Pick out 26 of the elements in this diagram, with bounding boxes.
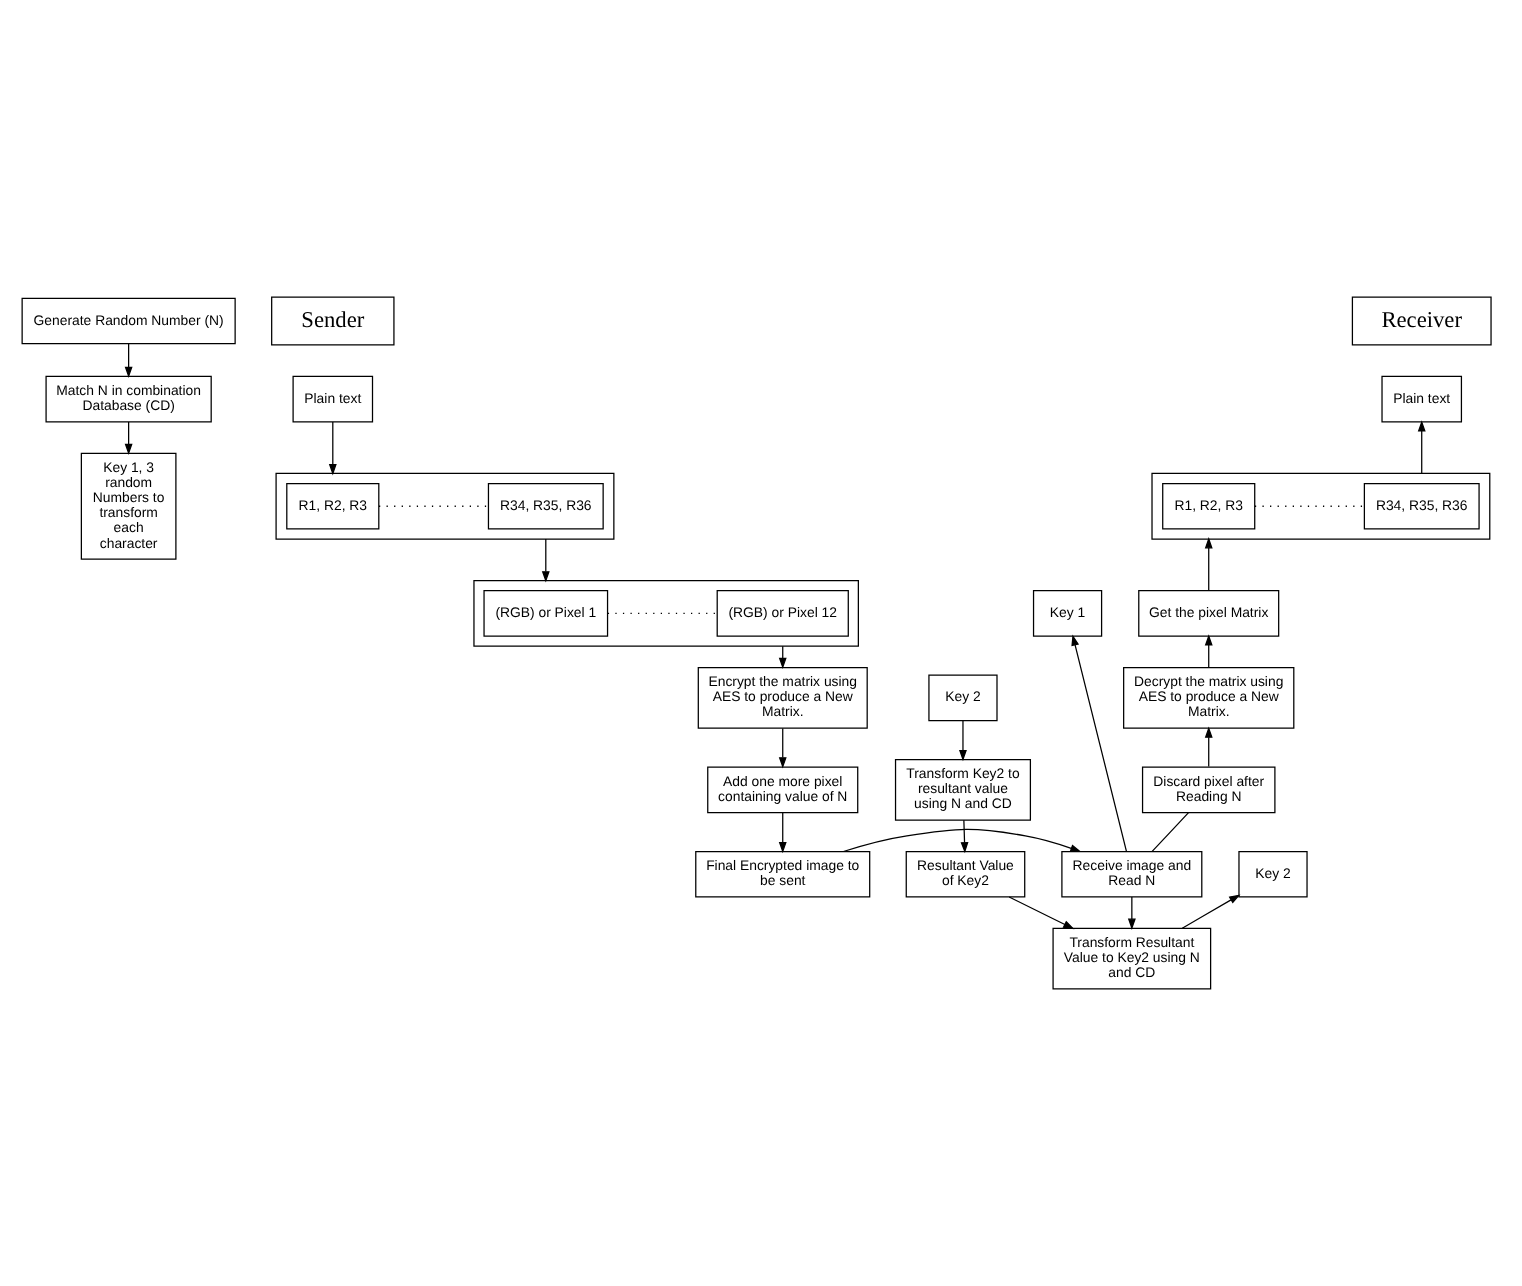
connector (1151, 812, 1190, 852)
arrow (1204, 634, 1213, 668)
connector (607, 612, 718, 614)
arrow (959, 720, 967, 762)
arrow (1181, 894, 1241, 929)
cluster (473, 580, 859, 647)
arrow (1127, 896, 1136, 930)
arrow (1204, 537, 1213, 592)
arrow (541, 538, 550, 583)
arrow (1417, 420, 1426, 475)
connector (1254, 505, 1365, 507)
arrow (842, 828, 1082, 853)
node-box: Receiver (1351, 296, 1492, 346)
arrow (778, 812, 787, 854)
cluster (1151, 472, 1491, 540)
arrow (1204, 726, 1213, 768)
arrow (1008, 896, 1075, 930)
arrow (1071, 634, 1128, 852)
cluster (275, 472, 615, 540)
arrow (778, 727, 787, 769)
connector (378, 505, 489, 507)
arrow (124, 343, 133, 378)
arrow (960, 819, 969, 854)
node-box: Sender (271, 296, 395, 346)
arrow (124, 421, 133, 456)
arrow (328, 421, 337, 476)
